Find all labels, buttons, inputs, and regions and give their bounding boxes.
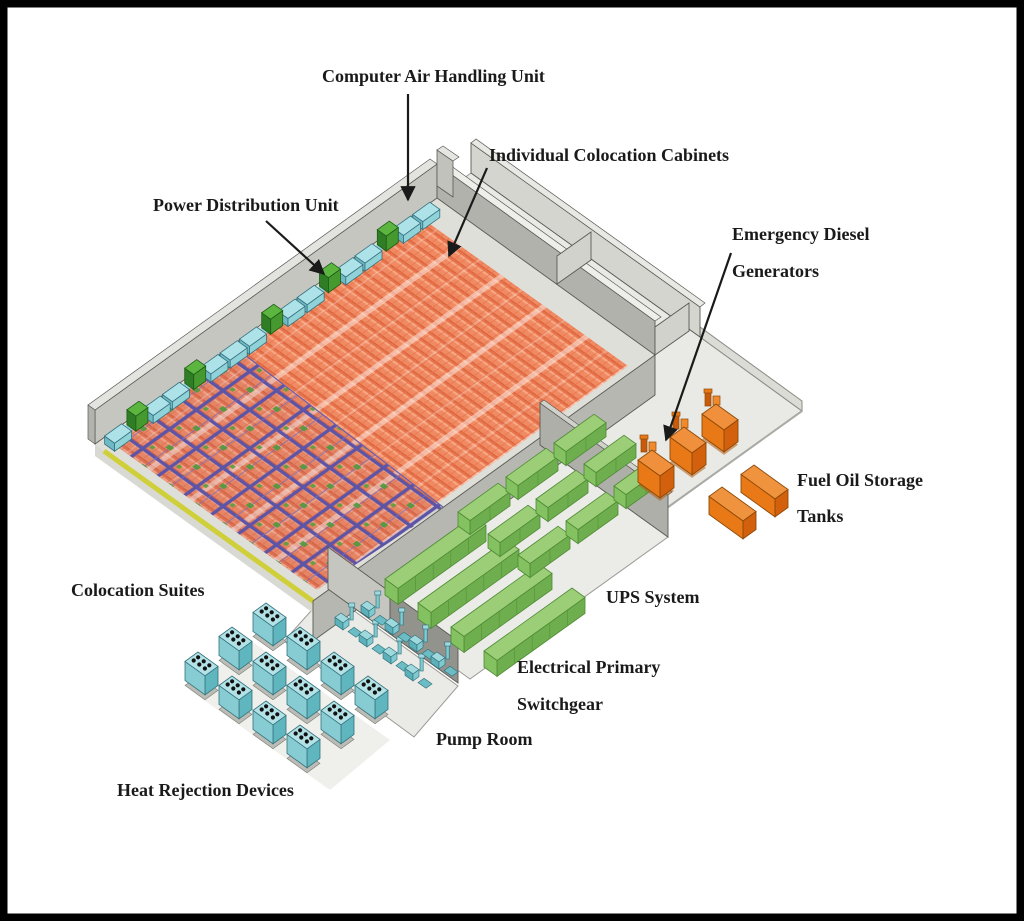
label-emergency-diesel-generators-line1: Emergency Diesel: [732, 224, 869, 244]
label-pump-room: Pump Room: [436, 729, 533, 749]
generator-pad-se-curb: [663, 410, 803, 511]
label-heat-rejection-devices: Heat Rejection Devices: [117, 780, 294, 800]
heat-rejection-yard-floor: [190, 640, 390, 790]
colocation-suites-cage-area: [112, 344, 444, 590]
arrow-individual-colocation-cabinets: [447, 167, 489, 258]
partition-stub: [556, 231, 592, 285]
label-emergency-diesel-generators-line2: Generators: [732, 261, 819, 281]
hall-nw-wall-endcap: [87, 404, 96, 445]
label-fuel-oil-storage-tanks-line2: Tanks: [797, 506, 843, 526]
callout-arrows: [265, 94, 733, 442]
labels: Computer Air Handling Unit Individual Co…: [71, 66, 923, 800]
label-computer-air-handling-unit: Computer Air Handling Unit: [322, 66, 545, 86]
label-ups-system: UPS System: [606, 587, 700, 607]
corner-column-top: [436, 145, 460, 162]
label-electrical-primary-switchgear-line2: Switchgear: [517, 694, 603, 714]
corridor-walls: [470, 138, 706, 356]
safety-yellow-strip: [102, 448, 323, 610]
arrow-power-distribution-unit: [265, 220, 326, 276]
label-colocation-suites: Colocation Suites: [71, 580, 205, 600]
partition-stub: [654, 302, 690, 356]
label-power-distribution-unit: Power Distribution Unit: [153, 195, 339, 215]
label-electrical-primary-switchgear-line1: Electrical Primary: [517, 657, 660, 677]
main-hall: [95, 198, 655, 613]
label-individual-colocation-cabinets: Individual Colocation Cabinets: [489, 145, 729, 165]
arrow-emergency-diesel-generators: [663, 252, 733, 442]
label-fuel-oil-storage-tanks-line1: Fuel Oil Storage: [797, 470, 923, 490]
corridor-outer-wall-top: [470, 138, 706, 308]
